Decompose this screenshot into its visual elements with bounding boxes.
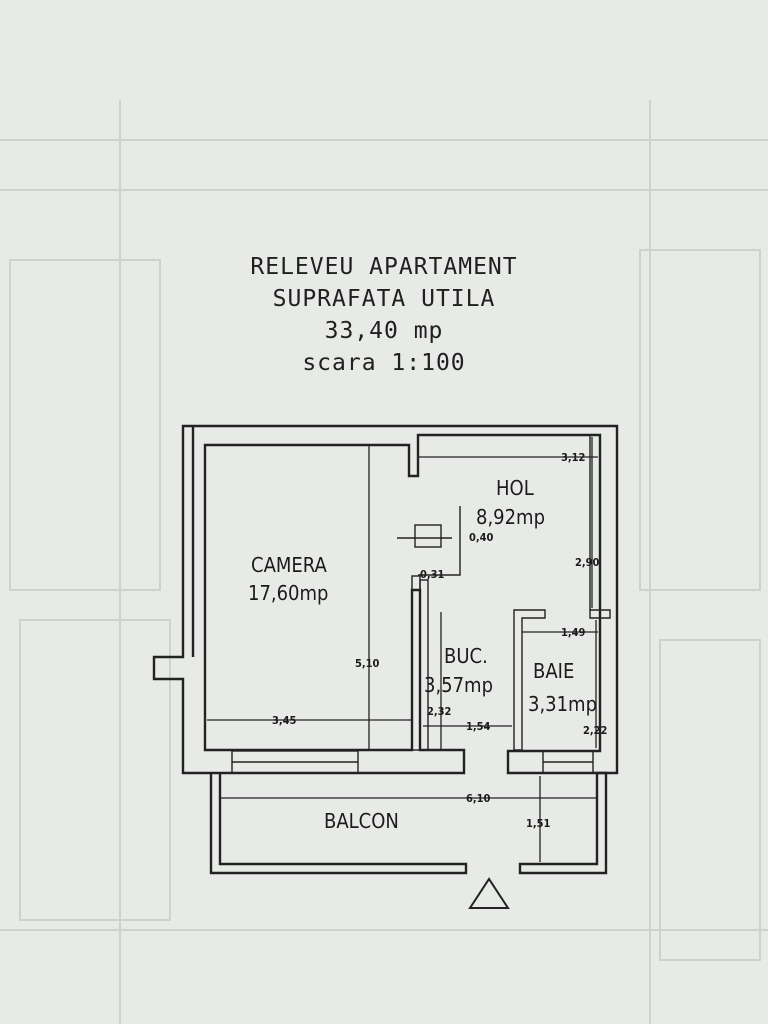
dim-duct-depth: 0,31 — [420, 568, 445, 581]
title-line-2: SUPRAFATA UTILA — [272, 286, 496, 312]
balcon-name: BALCON — [324, 809, 399, 833]
dim-baie-width: 1,49 — [561, 626, 586, 639]
dimension-lines — [207, 437, 598, 862]
interior-walls — [397, 435, 611, 751]
baie-name: BAIE — [533, 659, 574, 683]
title-line-3: 33,40 mp — [324, 318, 444, 344]
buc-area: 3,57mp — [424, 673, 493, 697]
dim-baie-height: 2,22 — [583, 724, 608, 737]
camera-name: CAMERA — [251, 553, 327, 577]
hol-name: HOL — [496, 476, 534, 500]
dim-hol-height: 2,90 — [575, 556, 600, 569]
dim-balcon-width: 6,10 — [466, 792, 491, 805]
title-line-4: scara 1:100 — [302, 350, 466, 376]
dim-hol-width: 3,12 — [561, 451, 586, 464]
outer-walls — [152, 424, 619, 775]
balcony-walls — [209, 771, 608, 875]
dim-duct-width: 0,40 — [469, 531, 494, 544]
windows — [231, 750, 594, 774]
dim-buc-height: 2,32 — [427, 705, 452, 718]
dim-balcon-depth: 1,51 — [526, 817, 551, 830]
buc-name: BUC. — [444, 644, 488, 668]
baie-area: 3,31mp — [528, 692, 597, 716]
dim-camera-width: 3,45 — [272, 714, 297, 727]
dim-buc-width: 1,54 — [466, 720, 491, 733]
hol-area: 8,92mp — [476, 505, 545, 529]
camera-area: 17,60mp — [248, 581, 328, 605]
entrance-marker — [468, 877, 510, 909]
dim-camera-height: 5,10 — [355, 657, 380, 670]
title-line-1: RELEVEU APARTAMENT — [250, 254, 518, 280]
